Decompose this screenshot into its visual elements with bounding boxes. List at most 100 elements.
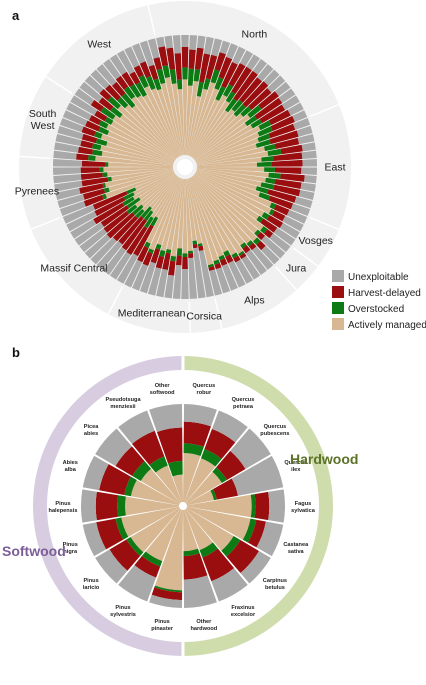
bar-a-35-harvest-delayed [271,210,286,222]
bar-a-36-harvest-delayed [266,215,284,229]
bar-a-5-unexploitable [196,35,206,49]
bar-a-23-overstocked [255,139,271,148]
bar-a-12-unexploitable [246,54,261,71]
bar-b-other-hardwood-overstocked [183,548,200,557]
bar-a-30-harvest-delayed [274,179,302,190]
bar-a-25-overstocked [267,148,282,156]
bar-a-81-unexploitable [57,125,84,140]
panel-a-letter: a [12,8,20,23]
bar-a-72-unexploitable [57,194,85,209]
bar-a-66-overstocked [126,204,138,215]
region-label-line: Massif Central [40,262,107,274]
bar-a-27-harvest-delayed [271,159,303,167]
bar-a-62-harvest-delayed [121,218,148,251]
bar-a-49-unexploitable [198,250,214,298]
bar-a-69-harvest-delayed [94,196,126,217]
bar-a-50-overstocked [192,240,198,245]
bar-a-48-harvest-delayed [208,266,215,272]
region-label-line: West [31,120,55,132]
bar-a-76-unexploitable [53,167,81,175]
bar-a-51-unexploitable [188,257,198,299]
bar-a-31-overstocked [260,182,275,190]
bar-a-57-harvest-delayed [150,248,161,264]
bar-a-77-actively-managed [108,162,174,167]
legend-label-overstocked: Overstocked [348,304,404,315]
bar-a-8-unexploitable [219,40,231,55]
bar-a-82-unexploitable [59,117,84,133]
bar-a-61-overstocked [144,216,154,229]
bar-a-12-overstocked [225,91,236,103]
bar-a-27-overstocked [256,161,272,167]
panel-a: a NorthEastVosgesJuraAlpsCorsicaMediterr… [12,1,351,333]
bar-a-71-unexploitable [59,201,86,217]
bar-a-42-actively-managed [191,176,245,246]
bar-a-90-actively-managed [131,105,178,159]
bar-a-91-unexploitable [103,59,121,80]
bar-a-34-harvest-delayed [273,204,290,216]
bar-b-picea-abies-overstocked [132,461,152,482]
bar-a-45-actively-managed [189,177,228,253]
bar-b-quercus-robur-unexploitable [183,404,217,427]
bar-a-94-overstocked [138,74,149,89]
bar-a-74-actively-managed [111,168,174,181]
bar-a-73-overstocked [102,182,106,188]
bar-b-pinus-pinaster-overstocked [154,585,183,593]
legend-label-unexploitable: Unexploitable [348,272,409,283]
bar-a-80-overstocked [92,143,102,151]
bar-a-50-unexploitable [193,247,206,299]
panel-a-region-labels: NorthEastVosgesJuraAlpsCorsicaMediterran… [15,29,346,323]
bar-b-pinus-nigra-actively-managed [121,506,180,537]
bar-a-40-actively-managed [193,175,258,242]
bar-a-42-overstocked [240,242,247,249]
bar-a-39-harvest-delayed [256,231,266,241]
separator-pyrenees [30,216,61,230]
bar-a-25-unexploitable [301,142,316,152]
bar-a-73-harvest-delayed [79,183,104,194]
bar-a-55-actively-managed [166,178,184,250]
bar-a-64-overstocked [135,208,145,219]
bar-a-65-overstocked [132,204,144,216]
bar-a-0-actively-managed [165,77,184,156]
bar-a-76-actively-managed [103,167,174,172]
separator-massif-central [107,286,124,315]
bar-a-6-overstocked [196,81,204,97]
bar-a-62-actively-managed [150,176,179,213]
bar-a-1-unexploitable [164,35,174,49]
bar-a-59-harvest-delayed [137,245,149,263]
bar-b-castanea-sativa-actively-managed [186,506,251,540]
bar-a-29-actively-managed [196,167,269,178]
species-label-line: Pinus [63,542,78,548]
bar-b-quercus-ilex-actively-managed [186,490,214,506]
bar-a-13-overstocked [225,98,238,113]
bar-a-20-overstocked [258,120,272,131]
bar-a-97-harvest-delayed [153,57,163,71]
bar-a-39-actively-managed [193,174,258,234]
bar-a-2-actively-managed [177,89,185,156]
bar-a-53-unexploitable [172,264,182,299]
bar-a-8-harvest-delayed [214,52,227,72]
bar-a-18-unexploitable [278,88,296,104]
region-label-alps: Alps [244,294,264,306]
bar-a-18-harvest-delayed [254,97,283,120]
bar-b-quercus-pubescens-overstocked [212,467,227,484]
species-label-line: Quercus [232,397,255,403]
bar-a-56-overstocked [159,249,166,257]
separator-west [45,75,73,94]
bar-a-10-overstocked [215,85,226,101]
bar-a-34-unexploitable [286,209,308,224]
bar-a-66-unexploitable [79,228,108,253]
bar-a-90-unexploitable [96,64,117,86]
bar-a-75-actively-managed [107,167,174,177]
bar-a-67-unexploitable [74,222,104,246]
bar-a-16-overstocked [240,106,252,117]
species-label-line: hardwood [190,626,217,632]
bar-a-58-harvest-delayed [142,251,153,266]
bar-a-52-unexploitable [181,268,189,300]
bar-a-14-unexploitable [257,64,274,82]
